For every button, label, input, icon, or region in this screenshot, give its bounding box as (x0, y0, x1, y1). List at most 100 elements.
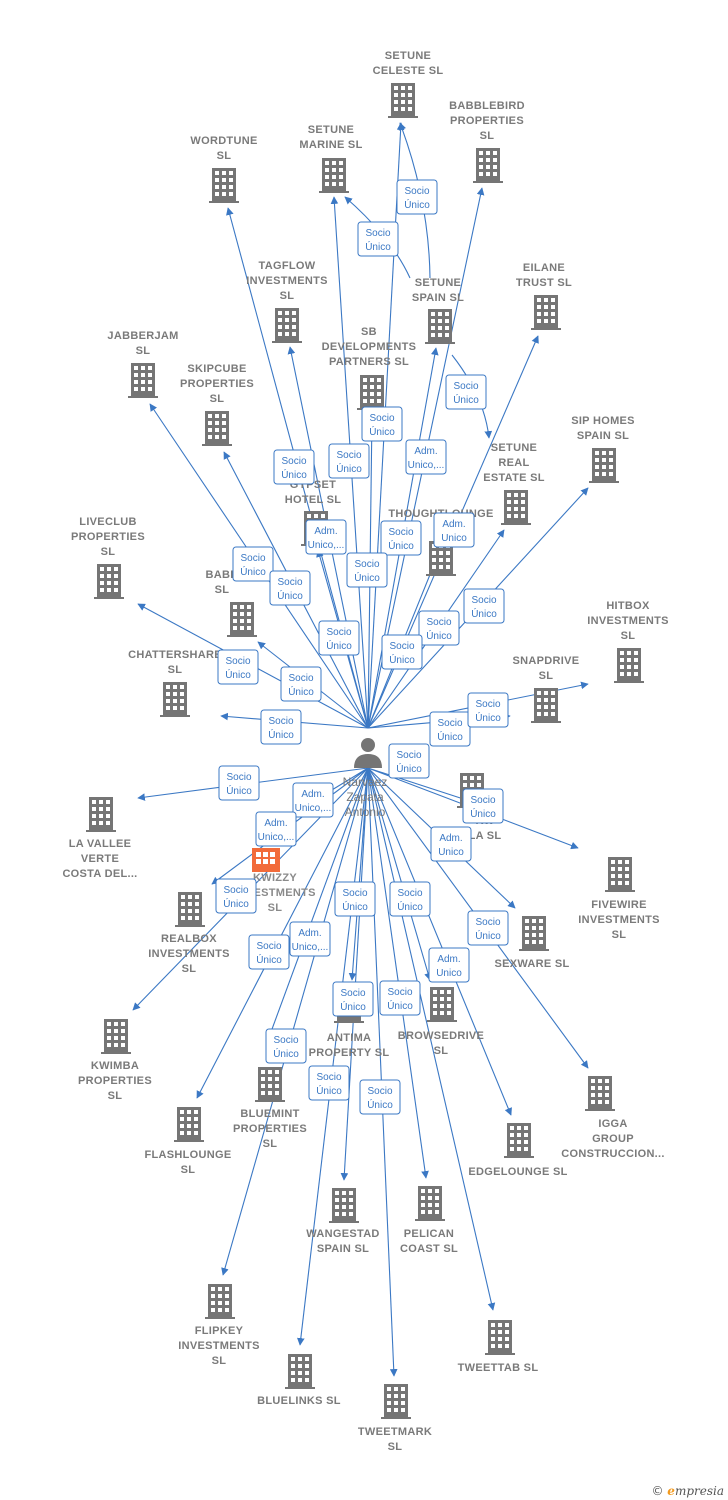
relation-badge[interactable]: Adm.Unico,... (405, 439, 447, 475)
relation-badge[interactable]: Adm.Unico,... (292, 782, 334, 818)
company-label: SB (361, 326, 377, 338)
relation-label: Socio (340, 988, 365, 999)
company-node-tweettab[interactable]: TWEETTAB SL (458, 1320, 539, 1374)
building-icon (381, 1384, 411, 1419)
building-icon (357, 375, 387, 410)
relation-label: Socio (389, 641, 414, 652)
copyright-icon: © (651, 1484, 664, 1498)
relation-label: Único (475, 929, 501, 942)
company-label: SL (388, 1441, 403, 1453)
relation-label: Adm. (298, 928, 321, 939)
building-icon (272, 308, 302, 343)
company-label: LA SL (469, 830, 502, 842)
relation-label: Socio (471, 595, 496, 606)
company-node-igga[interactable]: IGGAGROUPCONSTRUCCION... (561, 1076, 665, 1160)
building-icon (614, 648, 644, 683)
relation-badge[interactable]: Adm.Unico,... (255, 811, 297, 847)
company-node-sexware[interactable]: SEXWARE SL (494, 916, 569, 970)
company-label: SPAIN SL (412, 292, 464, 304)
relation-badge[interactable]: Adm.Unico (428, 947, 470, 983)
company-label: EDGELOUNGE SL (468, 1166, 567, 1178)
edge-tweettab (367, 767, 496, 1311)
relation-badge[interactable]: Adm.Unico (430, 826, 472, 862)
company-node-bluelinks[interactable]: BLUELINKS SL (257, 1354, 341, 1407)
building-icon (585, 1076, 615, 1111)
relation-label: Socio (354, 559, 379, 570)
relation-badge[interactable]: Adm.Unico (433, 512, 475, 548)
relation-label: Único (273, 1047, 299, 1060)
relation-badge[interactable]: Adm.Unico,... (289, 921, 331, 957)
building-icon (501, 490, 531, 525)
relation-label: Único (388, 539, 414, 552)
relation-badge[interactable]: Adm.Unico,... (305, 519, 347, 555)
building-icon (504, 1123, 534, 1158)
company-node-edgelounge[interactable]: EDGELOUNGE SL (468, 1123, 567, 1178)
relation-label: Socio (426, 617, 451, 628)
building-icon (531, 295, 561, 330)
company-label: SL (268, 902, 283, 914)
